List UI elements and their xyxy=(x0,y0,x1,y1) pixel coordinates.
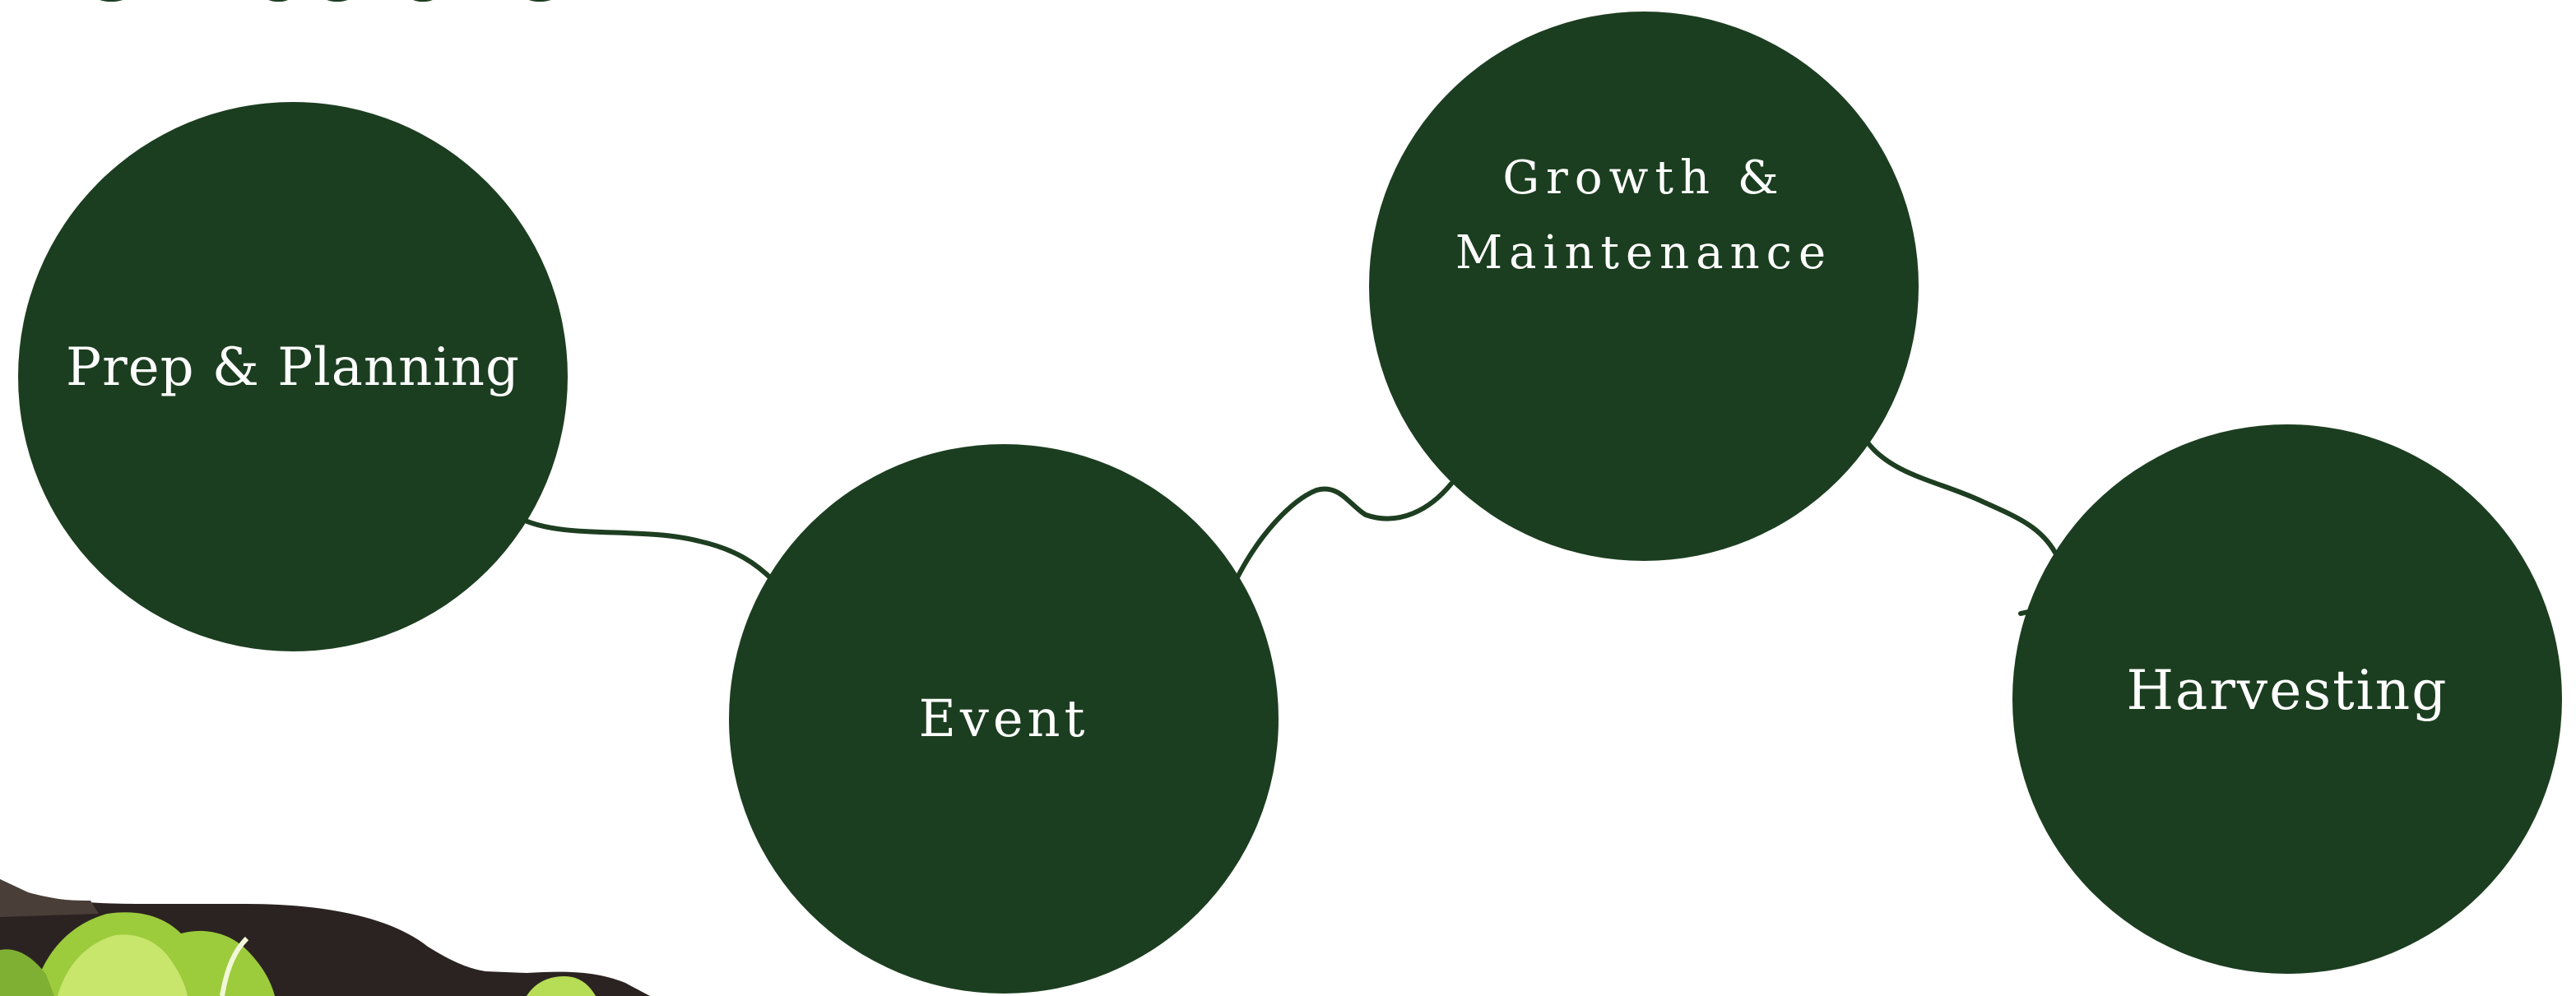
leaf-shape xyxy=(527,976,596,996)
stage-event: Event xyxy=(729,444,1279,994)
stage-label-growth: Growth & Maintenance xyxy=(1455,151,1833,280)
connector-event-to-growth xyxy=(1233,481,1454,583)
stage-growth-maintenance: Growth & Maintenance xyxy=(1369,12,1919,561)
stage-label-prep: Prep & Planning xyxy=(66,337,520,399)
leaf-shape xyxy=(58,934,188,996)
stage-label-harvest: Harvesting xyxy=(2126,658,2448,722)
connector-growth-to-harvest xyxy=(1865,440,2058,555)
leaf-stem xyxy=(220,936,249,996)
page-title: nentation xyxy=(0,0,678,20)
soil-rim xyxy=(0,879,99,917)
stage-label-event: Event xyxy=(918,688,1089,748)
stage-prep-planning: Prep & Planning xyxy=(18,102,568,651)
leaf-shape xyxy=(0,949,54,996)
garden-plant-photo xyxy=(0,879,650,996)
connector-prep-to-event xyxy=(521,517,776,583)
stage-harvesting: Harvesting xyxy=(2012,424,2562,974)
